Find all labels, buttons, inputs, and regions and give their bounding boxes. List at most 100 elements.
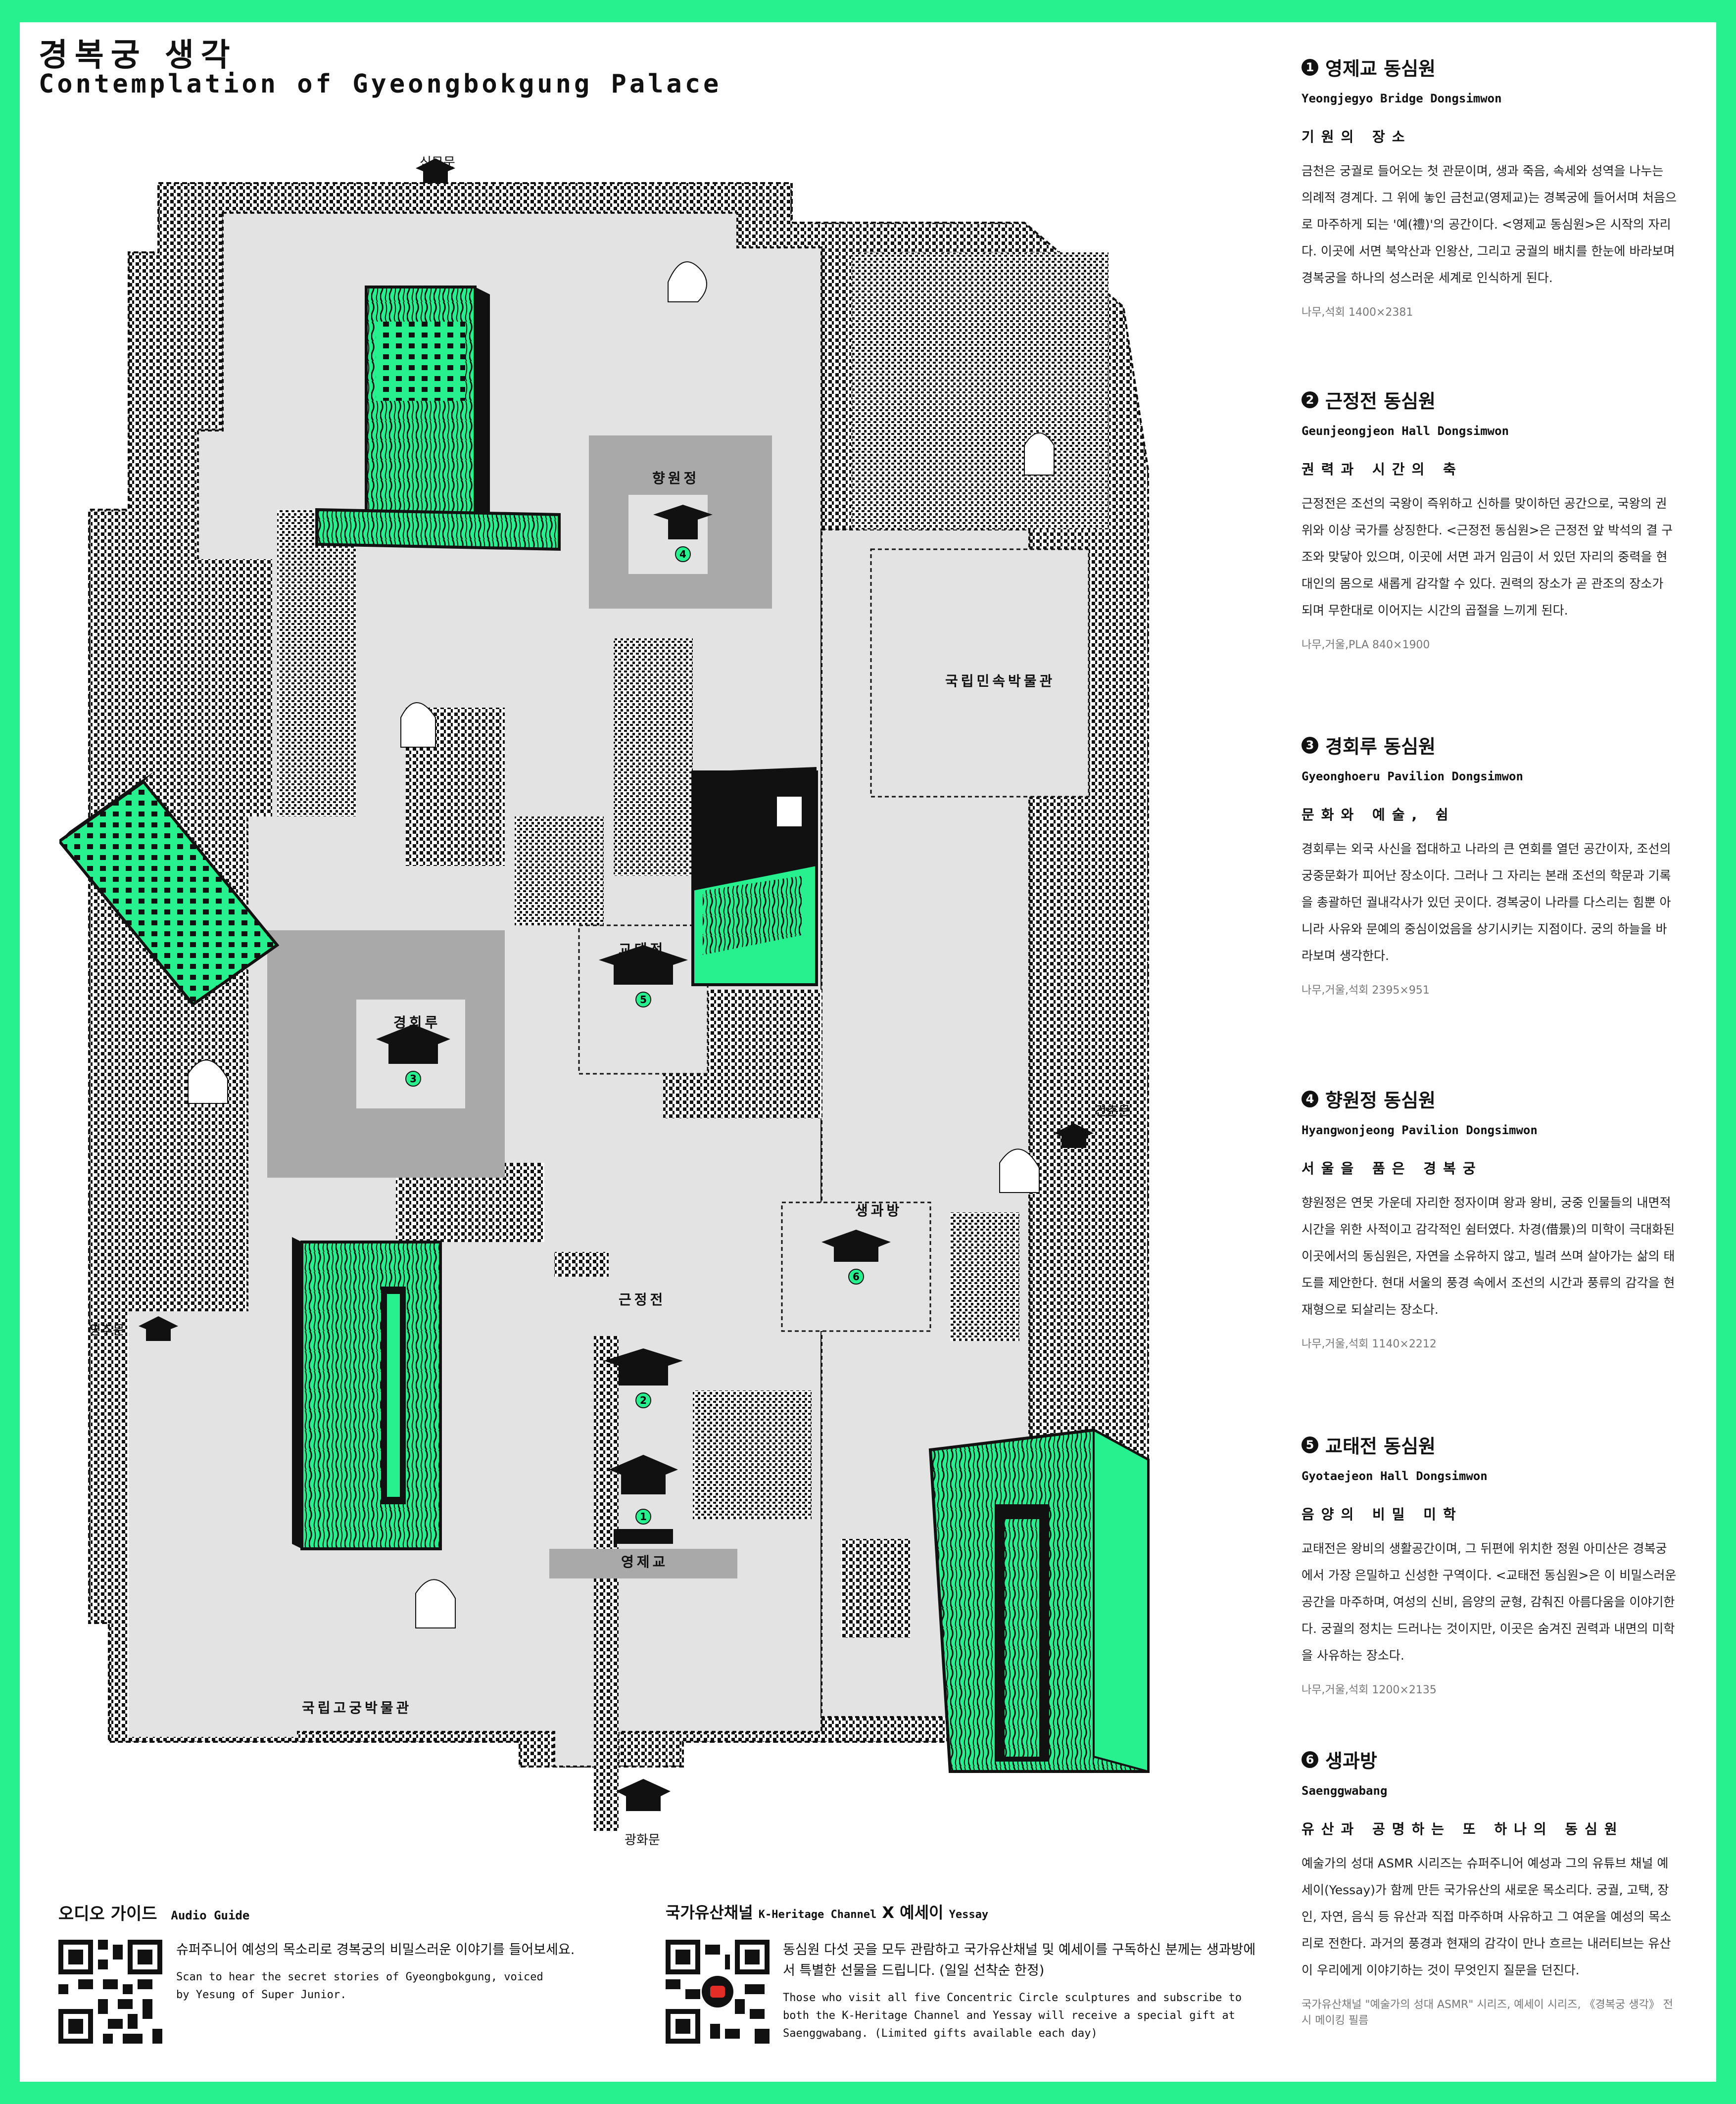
block: [614, 638, 693, 876]
block: [693, 1390, 812, 1519]
label-gyeonghoeru: 경회루: [393, 1014, 441, 1031]
block: [554, 1252, 609, 1277]
section-4: 4 향원정 동심원 Hyangwonjeong Pavilion Dongsimw…: [1302, 1085, 1678, 1351]
section-number: 3: [1302, 736, 1318, 754]
gate-gwanghwamun: 광화문: [625, 1833, 660, 1848]
palace-map: 4 5 3 6 2 1: [59, 158, 1150, 1831]
section-number: 2: [1302, 391, 1318, 408]
channel-promo: 국가유산채널 K-Heritage Channel X 예세이 Yessay: [666, 1900, 988, 1923]
section-title-text: 향원정 동심원: [1325, 1090, 1436, 1111]
section-title-text: 영제교 동심원: [1325, 58, 1436, 80]
yeongjegyo-bar: [549, 1549, 737, 1578]
section-number: 5: [1302, 1436, 1318, 1453]
section-title-text: 경회루 동심원: [1325, 736, 1436, 758]
sculpture-gyotaejeon: [928, 1428, 1150, 1773]
sculpture-gyeonghoeru: [59, 772, 280, 1007]
section-meta: 나무,석회 1400×2381: [1302, 306, 1413, 319]
section-title: 6 생과방: [1302, 1746, 1678, 1773]
sculpture-yeongjegyo: [315, 286, 561, 551]
location-markers: 4 5 3 6 2 1: [405, 546, 864, 1525]
section-title-text: 근정전 동심원: [1325, 390, 1436, 412]
channel-x: X: [882, 1903, 895, 1922]
section-number: 1: [1302, 58, 1318, 76]
audio-desc-ko: 슈퍼주니어 예성의 목소리로 경복궁의 비밀스러운 이야기를 들어보세요.: [176, 1942, 575, 1958]
audio-guide-desc: 슈퍼주니어 예성의 목소리로 경복궁의 비밀스러운 이야기를 들어보세요. Sc…: [176, 1940, 641, 2004]
section-title-en: Geunjeongjeon Hall Dongsimwon: [1302, 424, 1509, 438]
section-title-en: Gyeonghoeru Pavilion Dongsimwon: [1302, 769, 1523, 783]
section-body: 경회루는 외국 사신을 접대하고 나라의 큰 연회를 열던 공간이자, 조선의 …: [1302, 842, 1671, 963]
section-5: 5 교태전 동심원 Gyotaejeon Hall Dongsimwon 음양의 …: [1302, 1431, 1678, 1697]
channel-title2-ko: 예세이: [900, 1903, 944, 1922]
block: [183, 559, 272, 816]
section-body: 교태전은 왕비의 생활공간이며, 그 뒤편에 위치한 정원 아미산은 경복궁에서…: [1302, 1541, 1677, 1663]
section-meta: 국가유산채널 "예술가의 성대 ASMR" 시리즈, 예세이 시리즈, 《경복궁…: [1302, 1999, 1673, 2027]
saenggwabang-court: [781, 1201, 931, 1332]
section-title: 1 영제교 동심원: [1302, 53, 1678, 81]
building-icon: [139, 158, 1094, 1811]
block: [851, 252, 1109, 529]
audio-guide-title-en: Audio Guide: [171, 1909, 250, 1922]
label-gyotaejeon: 교태전: [619, 941, 666, 957]
section-subtitle: 음양의 비밀 미학: [1302, 1506, 1463, 1523]
section-title-en: Hyangwonjeong Pavilion Dongsimwon: [1302, 1123, 1538, 1137]
audio-desc-en: Scan to hear the secret stories of Gyeon…: [176, 1971, 543, 2001]
block: [515, 816, 604, 925]
section-number: 4: [1302, 1090, 1318, 1107]
section-title-text: 생과방: [1325, 1750, 1377, 1772]
label-saenggwabang: 생과방: [855, 1202, 903, 1219]
section-meta: 나무,거울,PLA 840×1900: [1302, 639, 1430, 651]
section-meta: 나무,거울,석회 1140×2212: [1302, 1338, 1437, 1350]
gate-geonchunmun: 건춘문: [1095, 1104, 1130, 1119]
sculpture-hyangwonjeong: [292, 1237, 442, 1550]
label-folk-museum: 국립민속박물관: [945, 673, 1056, 689]
marker-5: 5: [640, 994, 647, 1005]
section-body: 금천은 궁궐로 들어오는 첫 관문이며, 생과 죽음, 속세와 성역을 나누는 …: [1302, 164, 1677, 285]
block: [950, 1212, 1019, 1341]
section-title-en: Yeongjegyo Bridge Dongsimwon: [1302, 92, 1502, 105]
gate-yeongchumun: 영추문: [89, 1323, 125, 1338]
audio-guide-title: 오디오 가이드 Audio Guide: [58, 1900, 249, 1924]
section-title-text: 교태전 동심원: [1325, 1435, 1436, 1457]
marker-2: 2: [640, 1394, 647, 1406]
section-meta: 나무,거울,석회 2395×951: [1302, 984, 1430, 997]
section-title-en: Gyotaejeon Hall Dongsimwon: [1302, 1469, 1488, 1483]
section-3: 3 경회루 동심원 Gyeonghoeru Pavilion Dongsimwon…: [1302, 731, 1678, 997]
marker-4: 4: [679, 548, 686, 560]
west-court-south: [129, 1311, 297, 1737]
section-title: 2 근정전 동심원: [1302, 386, 1678, 413]
channel-qr-code[interactable]: [666, 1940, 770, 2044]
audio-guide-title-ko: 오디오 가이드: [58, 1904, 157, 1924]
block: [277, 510, 356, 816]
section-title: 4 향원정 동심원: [1302, 1085, 1678, 1112]
section-subtitle: 유산과 공명하는 또 하나의 동심원: [1302, 1821, 1624, 1837]
marker-3: 3: [410, 1073, 417, 1085]
folk-museum-block: [870, 548, 1090, 798]
section-subtitle: 문화와 예술, 쉼: [1302, 807, 1455, 823]
audio-qr-code[interactable]: [58, 1940, 162, 2044]
label-hyangwonjeong: 향원정: [652, 470, 700, 486]
channel-title2-en: Yessay: [949, 1909, 989, 1921]
page-title-en: Contemplation of Gyeongbokgung Palace: [39, 69, 722, 99]
section-title: 5 교태전 동심원: [1302, 1431, 1678, 1458]
section-title: 3 경회루 동심원: [1302, 731, 1678, 759]
section-number: 6: [1302, 1751, 1318, 1768]
gate-sinmumun: 신무문: [420, 155, 455, 170]
marker-1: 1: [640, 1511, 647, 1523]
label-yeongjegyo: 영제교: [621, 1554, 669, 1570]
section-body: 근정전은 조선의 국왕이 즉위하고 신하를 맞이하던 공간으로, 국왕의 권위와…: [1302, 496, 1673, 618]
block: [841, 1539, 911, 1638]
audio-guide: 오디오 가이드 Audio Guide: [58, 1900, 249, 1924]
section-2: 2 근정전 동심원 Geunjeongjeon Hall Dongsimwon 권…: [1302, 386, 1678, 652]
haetae-silhouettes: [188, 261, 1055, 1628]
channel-title-ko: 국가유산채널: [666, 1903, 753, 1922]
royal-road: [594, 1336, 619, 1831]
page-title-ko: 경복궁 생각: [39, 37, 237, 74]
channel-title-en: K-Heritage Channel: [758, 1909, 877, 1921]
section-subtitle: 권력과 시간의 축: [1302, 461, 1463, 478]
label-palace-museum: 국립고궁박물관: [302, 1700, 412, 1716]
sculpture-geunjeongjeon: [691, 767, 818, 986]
channel-desc-ko: 동심원 다섯 곳을 모두 관람하고 국가유산채널 및 예세이를 구독하신 분께는…: [783, 1942, 1256, 1978]
channel-title: 국가유산채널 K-Heritage Channel X 예세이 Yessay: [666, 1900, 988, 1923]
